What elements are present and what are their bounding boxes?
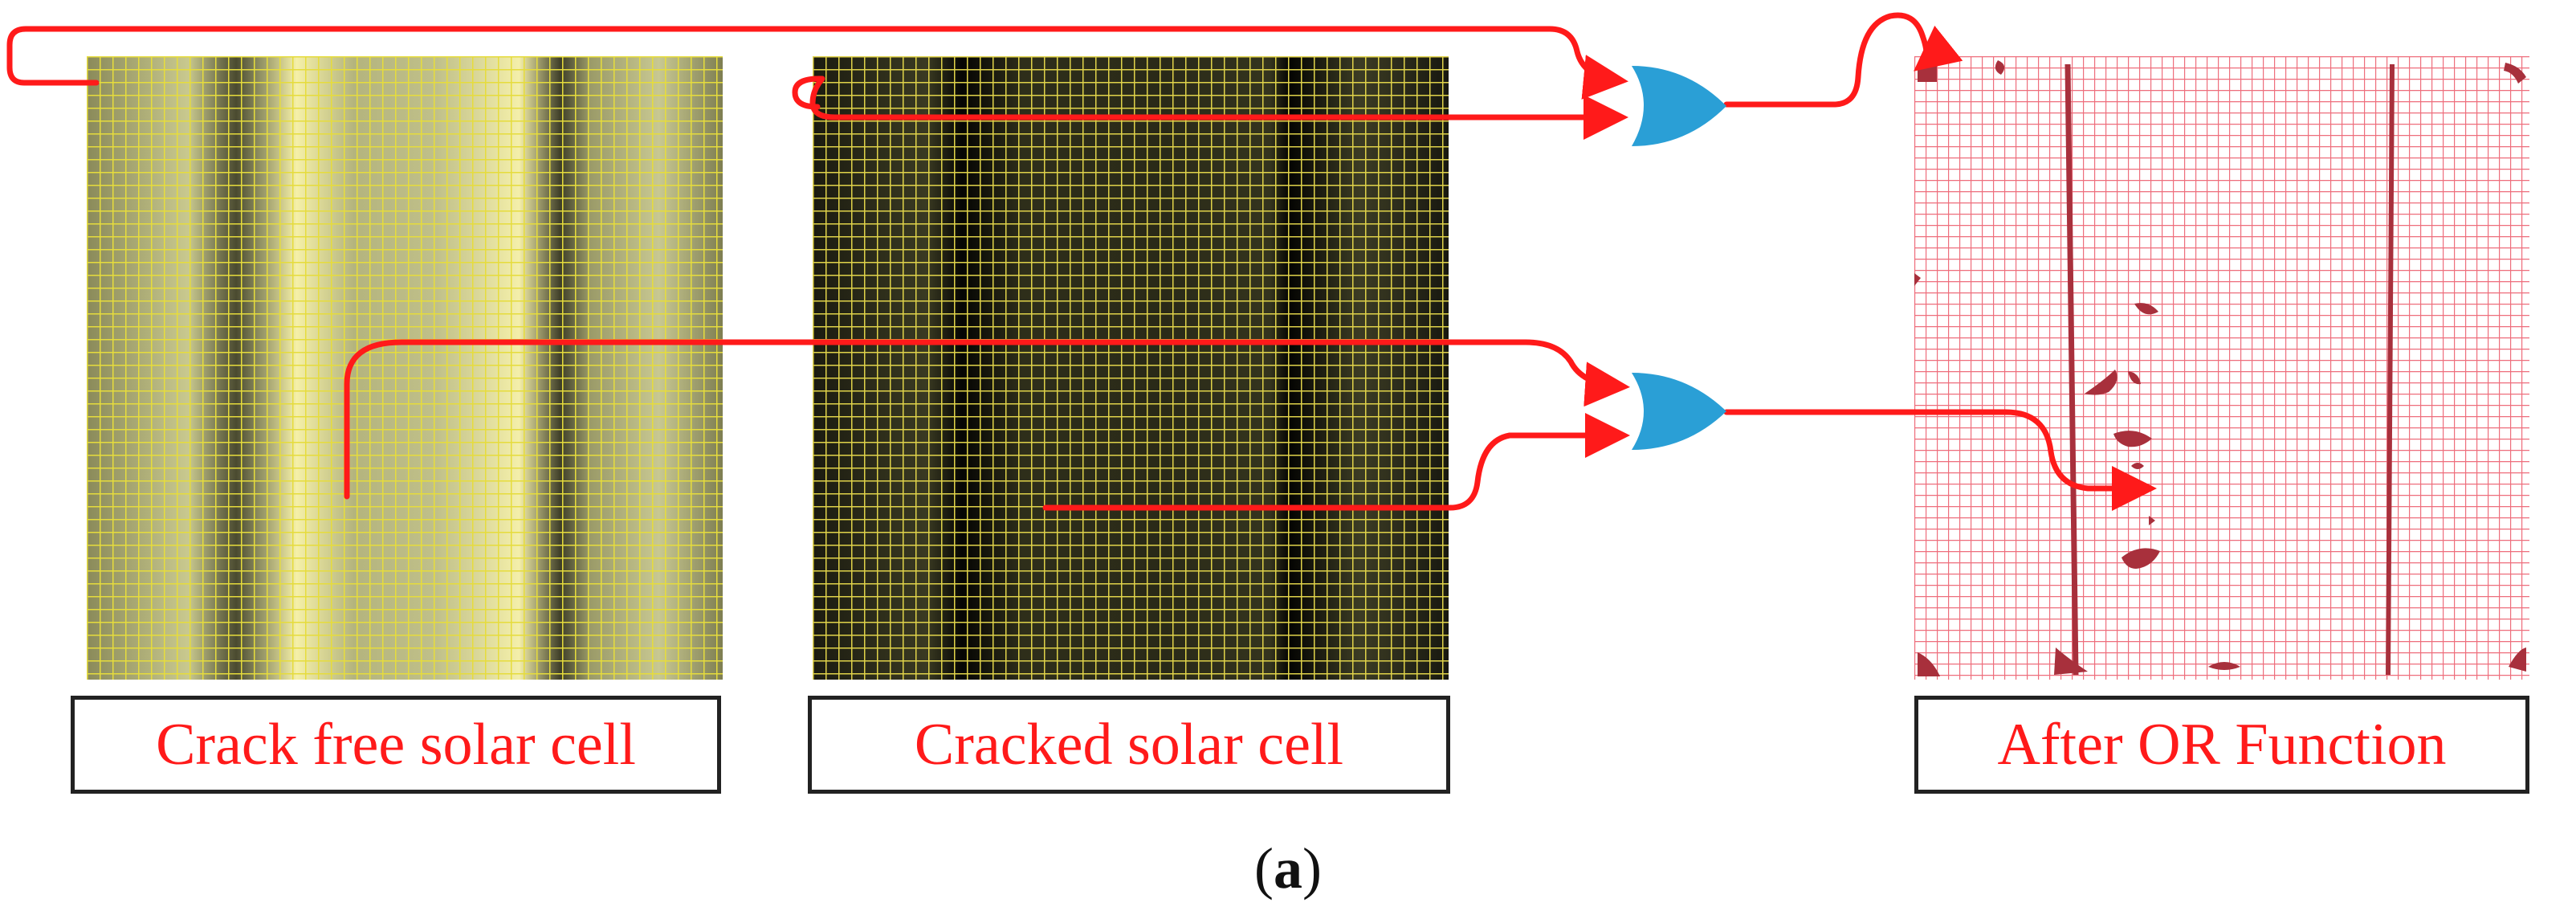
caption-open: ( [1254,836,1274,901]
wire-cracked-to-gate-2 [1042,413,1630,511]
wire-crack-free-to-gate-1 [6,26,1628,100]
or-gate-1 [1632,66,1726,146]
crack-free-label-text: Crack free solar cell [156,711,636,778]
wire-crack-free-to-gate-2 [344,339,1630,500]
crack-marks [1914,60,2526,676]
crack-free-cell-image [87,56,723,680]
caption-close: ) [1302,836,1322,901]
cracked-label: Cracked solar cell [808,696,1450,794]
wire-cracked-to-gate-1 [792,76,1628,140]
figure-caption: (a) [0,835,2576,902]
result-label-text: After OR Function [1997,711,2447,778]
caption-letter: a [1274,836,1302,901]
result-label: After OR Function [1914,696,2529,794]
or-result-cell-image [1914,56,2529,680]
wire-gate-1-to-result [1723,12,1963,108]
wire-gate-2-to-result [1723,409,2157,511]
crack-free-label: Crack free solar cell [71,696,721,794]
cracked-cell-image [813,56,1449,680]
signal-wires [6,12,2157,511]
or-gate-2 [1632,373,1726,450]
cracked-label-text: Cracked solar cell [914,711,1344,778]
